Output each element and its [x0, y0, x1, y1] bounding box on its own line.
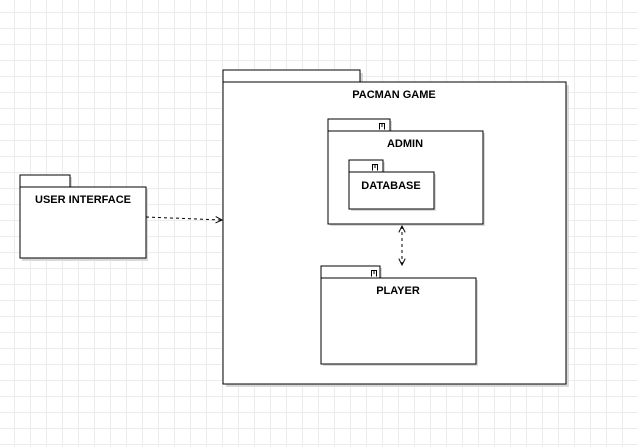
package-admin-label: ADMIN: [387, 138, 423, 150]
package-database-label: DATABASE: [361, 180, 420, 192]
package-user-interface-label: USER INTERFACE: [35, 194, 131, 206]
package-player-label: PLAYER: [376, 285, 420, 297]
component-icon: [372, 164, 378, 171]
dependency-arrow-ui-to-game[interactable]: [145, 217, 222, 220]
package-database[interactable]: DATABASE: [348, 159, 436, 211]
package-pacman-game-label: PACMAN GAME: [352, 89, 436, 101]
component-icon: [379, 123, 385, 130]
package-user-interface[interactable]: USER INTERFACE: [19, 174, 148, 261]
component-icon: [371, 270, 377, 277]
package-player[interactable]: PLAYER: [320, 265, 478, 366]
